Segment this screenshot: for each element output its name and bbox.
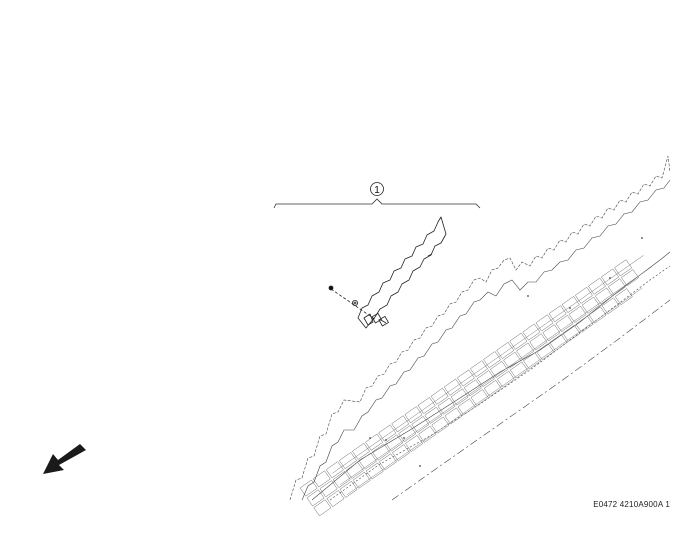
callout-number-text: 1: [374, 185, 380, 196]
drawing-reference-code: E0472 4210A900A 1: [593, 500, 670, 509]
callout-number-1[interactable]: 1: [370, 182, 384, 197]
arrow-down-left-icon: [43, 444, 86, 474]
assembly-markers: [369, 237, 643, 467]
callout-bracket: [273, 198, 481, 209]
serrated-plate-part[interactable]: [357, 216, 447, 329]
assembly-slot-grid: [299, 255, 652, 517]
fastener-hardware[interactable]: [328, 285, 390, 327]
